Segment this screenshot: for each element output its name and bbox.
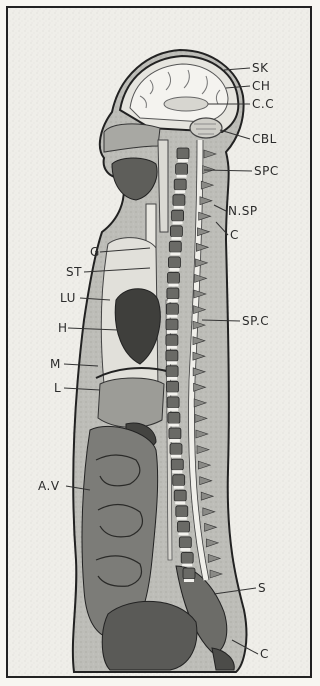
label-spinal-cord-upper: SPC	[254, 164, 279, 178]
vertebra	[176, 506, 188, 517]
intervertebral-disc	[168, 408, 178, 411]
intervertebral-disc	[172, 470, 182, 473]
label-sternum: ST	[66, 265, 82, 279]
label-heart: H	[58, 321, 68, 335]
vertebra	[171, 459, 183, 470]
intervertebral-disc	[174, 206, 184, 209]
label-liver: L	[54, 381, 61, 395]
intervertebral-disc	[167, 330, 177, 333]
intervertebral-disc	[184, 579, 194, 582]
vertebra	[173, 475, 185, 486]
intervertebral-disc	[167, 315, 177, 318]
vertebra	[174, 490, 186, 501]
intervertebral-disc	[174, 486, 184, 489]
intervertebral-disc	[169, 283, 179, 286]
intervertebral-disc	[170, 252, 180, 255]
intervertebral-disc	[167, 346, 177, 349]
cerebellum	[190, 118, 222, 138]
vertebra	[167, 381, 179, 392]
vertebra	[170, 444, 182, 455]
label-diaphragm: M	[50, 357, 61, 371]
label-cerebellum: CBL	[252, 132, 277, 146]
intervertebral-disc	[171, 455, 181, 458]
vertebra	[181, 552, 193, 563]
intervertebral-disc	[171, 237, 181, 240]
label-gullet: G	[90, 245, 100, 259]
intervertebral-disc	[168, 392, 178, 395]
intervertebral-disc	[170, 439, 180, 442]
intervertebral-disc	[178, 159, 188, 162]
corpus-callosum	[164, 97, 208, 111]
vertebra	[170, 226, 182, 237]
intervertebral-disc	[175, 501, 185, 504]
intervertebral-disc	[169, 268, 179, 271]
vertebra	[172, 210, 184, 221]
intervertebral-disc	[175, 190, 185, 193]
intervertebral-disc	[167, 377, 177, 380]
label-sacrum: S	[258, 581, 266, 595]
label-skull: SK	[252, 61, 269, 75]
vertebra	[166, 304, 178, 315]
intervertebral-disc	[177, 517, 187, 520]
vertebra	[167, 288, 179, 299]
vertebra	[179, 537, 191, 548]
vertebra	[176, 164, 188, 175]
vertebra	[174, 179, 186, 190]
label-centrum-upper: C	[230, 228, 239, 242]
vertebra	[169, 428, 181, 439]
vertebra	[166, 366, 178, 377]
vertebra	[166, 335, 178, 346]
vertebra	[168, 257, 180, 268]
pharynx	[158, 140, 168, 232]
intervertebral-disc	[168, 299, 178, 302]
label-coccyx: C	[260, 647, 269, 661]
vertebra	[177, 148, 189, 159]
vertebra	[178, 521, 190, 532]
vertebra	[169, 241, 181, 252]
label-aorta-vena: A.V	[38, 479, 60, 493]
vertebra	[167, 397, 179, 408]
vertebra	[168, 412, 180, 423]
label-corpus-callosum: C.C	[252, 97, 274, 111]
vertebra	[166, 350, 178, 361]
intervertebral-disc	[169, 423, 179, 426]
vertebra	[168, 272, 180, 283]
intervertebral-disc	[167, 361, 177, 364]
vertebra	[173, 195, 185, 206]
label-cerebral-hemisphere: CH	[252, 79, 270, 93]
intervertebral-disc	[182, 563, 192, 566]
label-lung: LU	[60, 291, 76, 305]
label-spinal-cord-lower: SP.C	[242, 314, 269, 328]
intervertebral-disc	[177, 175, 187, 178]
vertebra	[183, 568, 195, 579]
vertebra	[166, 319, 178, 330]
label-neural-spine: N.SP	[228, 204, 258, 218]
liver	[98, 378, 164, 427]
pelvic-organs	[102, 601, 197, 670]
intervertebral-disc	[173, 221, 183, 224]
intervertebral-disc	[179, 532, 189, 535]
intervertebral-disc	[180, 548, 190, 551]
